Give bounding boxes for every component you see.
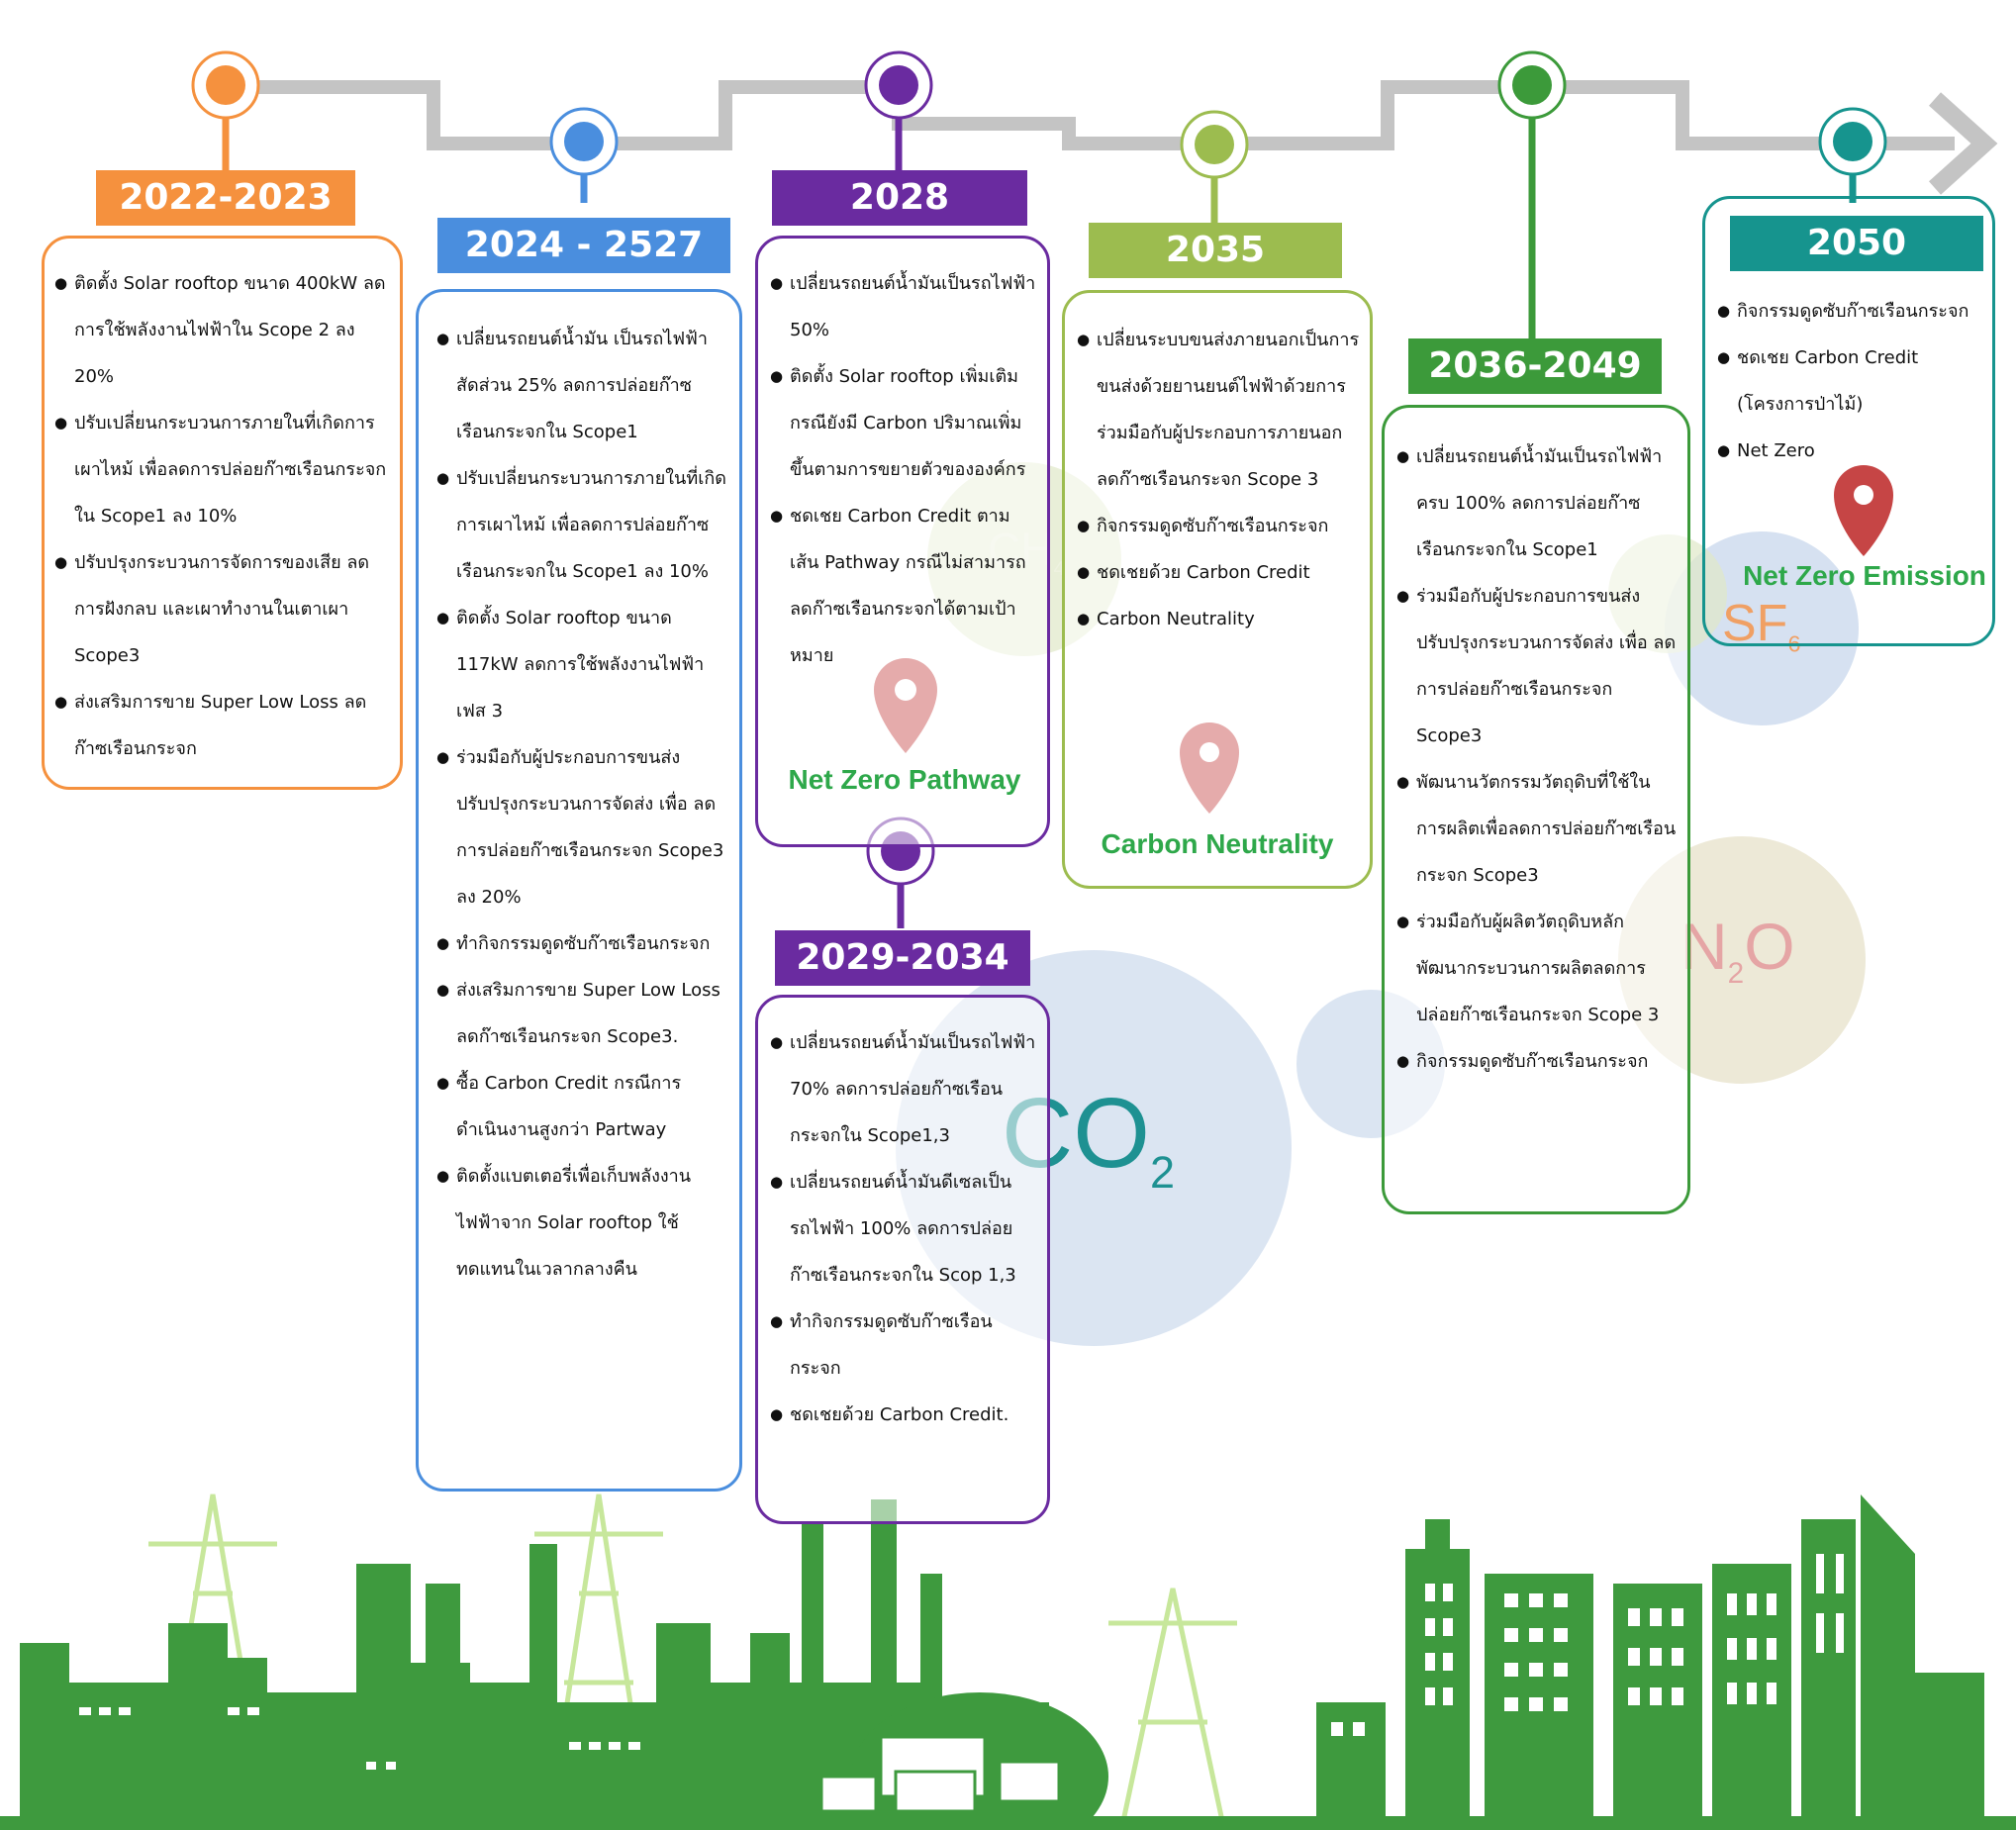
- timeline-pin-2050: [1818, 107, 1887, 203]
- phase-item: ติดตั้ง Solar rooftop เพิ่มเติมกรณียังมี…: [770, 353, 1037, 493]
- phase-item: เปลี่ยนรถยนต์น้ำมัน เป็นรถไฟฟ้า สัดส่วน …: [436, 316, 727, 455]
- phase-item: ติดตั้งแบตเตอรี่เพื่อเก็บพลังงานไฟฟ้าจาก…: [436, 1153, 727, 1293]
- phase-item: กิจกรรมดูดซับก๊าซเรือนกระจก: [1396, 1038, 1678, 1085]
- phase-item: พัฒนานวัตกรรมวัตถุดิบที่ใช้ในการผลิตเพื่…: [1396, 759, 1678, 899]
- phase-item: ร่วมมือกับผู้ประกอบการขนส่ง ปรับปรุงกระบ…: [436, 734, 727, 920]
- phase-card-2035: เปลี่ยนระบบขนส่งภายนอกเป็นการขนส่งด้วยยา…: [1062, 290, 1373, 889]
- phase-item: ชดเชย Carbon Credit (โครงการป่าไม้): [1717, 335, 1982, 428]
- n2o-text-o: O: [1744, 910, 1795, 983]
- phase-item: ปรับปรุงกระบวนการจัดการของเสีย ลดการฝังก…: [54, 539, 388, 679]
- location-pin-icon: [1834, 465, 1893, 556]
- phase-item: Net Zero: [1717, 428, 1982, 474]
- timeline-pin-2024: [549, 107, 619, 203]
- timeline-pin-2022: [191, 50, 260, 170]
- phase-item: ปรับเปลี่ยนกระบวนการภายในที่เกิดการเผาไห…: [54, 400, 388, 539]
- phase-item: ส่งเสริมการขาย Super Low Loss ลดก๊าซเรือ…: [54, 679, 388, 772]
- phase-item: กิจกรรมดูดซับก๊าซเรือนกระจก: [1717, 288, 1982, 335]
- timeline-pin-2028: [864, 50, 933, 170]
- ch4-subscript: 4: [1053, 557, 1065, 581]
- sf6-label: SF6: [1722, 594, 1800, 657]
- phase-card-2022: ติดตั้ง Solar rooftop ขนาด 400kW ลดการใช…: [42, 236, 403, 790]
- phase-item: ส่งเสริมการขาย Super Low Loss ลดก๊าซเรือ…: [436, 967, 727, 1060]
- phase-card-2028: เปลี่ยนรถยนต์น้ำมันเป็นรถไฟฟ้า 50% ติดตั…: [755, 236, 1050, 847]
- timeline-pin-2036: [1497, 50, 1567, 338]
- n2o-subscript: 2: [1727, 957, 1745, 991]
- phase-item: ชดเชยด้วย Carbon Credit: [1077, 549, 1360, 596]
- phase-card-2024: เปลี่ยนรถยนต์น้ำมัน เป็นรถไฟฟ้า สัดส่วน …: [416, 289, 742, 1492]
- phase-item: เปลี่ยนรถยนต์น้ำมันเป็นรถไฟฟ้า 70% ลดการ…: [770, 1019, 1037, 1159]
- sf6-text: SF: [1722, 595, 1788, 652]
- phase-item: ร่วมมือกับผู้ประกอบการขนส่ง ปรับปรุงกระบ…: [1396, 573, 1678, 759]
- phase-item: Carbon Neutrality: [1077, 596, 1360, 642]
- phase-item: เปลี่ยนรถยนต์น้ำมันเป็นรถไฟฟ้า 50%: [770, 260, 1037, 353]
- year-label-2035: 2035: [1089, 223, 1342, 278]
- phase-item: เปลี่ยนระบบขนส่งภายนอกเป็นการขนส่งด้วยยา…: [1077, 317, 1360, 503]
- phase-card-2050: กิจกรรมดูดซับก๊าซเรือนกระจก ชดเชย Carbon…: [1702, 196, 1995, 646]
- co2-subscript: 2: [1150, 1147, 1176, 1198]
- year-label-2024: 2024 - 2527: [437, 218, 730, 273]
- phase-item: เปลี่ยนรถยนต์น้ำมันเป็นรถไฟฟ้าครบ 100% ล…: [1396, 433, 1678, 573]
- city-skyline-icon: [0, 1493, 2016, 1830]
- year-label-2036: 2036-2049: [1408, 338, 1662, 394]
- milestone-carbon-neutrality: Carbon Neutrality: [1101, 828, 1334, 859]
- milestone-net-zero-pathway: Net Zero Pathway: [788, 764, 1021, 795]
- phase-card-2029: เปลี่ยนรถยนต์น้ำมันเป็นรถไฟฟ้า 70% ลดการ…: [755, 995, 1050, 1524]
- phase-card-2036: เปลี่ยนรถยนต์น้ำมันเป็นรถไฟฟ้าครบ 100% ล…: [1382, 405, 1690, 1214]
- n2o-label: N2O: [1680, 909, 1795, 991]
- year-label-2050: 2050: [1730, 216, 1983, 271]
- timeline-arrowhead-icon: [1928, 92, 1998, 195]
- phase-item: เปลี่ยนรถยนต์น้ำมันดีเซลเป็นรถไฟฟ้า 100%…: [770, 1159, 1037, 1299]
- milestone-net-zero-emission: Net Zero Emission: [1743, 560, 1986, 591]
- phase-item: ติดตั้ง Solar rooftop ขนาด 117kW ลดการใช…: [436, 595, 727, 734]
- phase-item: ติดตั้ง Solar rooftop ขนาด 400kW ลดการใช…: [54, 260, 388, 400]
- phase-item: ชดเชย Carbon Credit ตามเส้น Pathway กรณี…: [770, 493, 1037, 679]
- timeline-pin-2035: [1180, 110, 1249, 223]
- timeline-line: [228, 80, 1955, 150]
- phase-item: ปรับเปลี่ยนกระบวนการภายในที่เกิดการเผาไห…: [436, 455, 727, 595]
- year-label-2028: 2028: [772, 170, 1027, 226]
- year-label-2022: 2022-2023: [96, 170, 355, 226]
- year-label-2029: 2029-2034: [775, 930, 1030, 986]
- phase-item: ร่วมมือกับผู้ผลิตวัตถุดิบหลัก พัฒนากระบว…: [1396, 899, 1678, 1038]
- phase-item: ซื้อ Carbon Credit กรณีการดำเนินงานสูงกว…: [436, 1060, 727, 1153]
- phase-item: กิจกรรมดูดซับก๊าซเรือนกระจก: [1077, 503, 1360, 549]
- phase-item: ทำกิจกรรมดูดซับก๊าซเรือนกระจก: [770, 1299, 1037, 1392]
- phase-item: ทำกิจกรรมดูดซับก๊าซเรือนกระจก: [436, 920, 727, 967]
- phase-item: ชดเชยด้วย Carbon Credit.: [770, 1392, 1037, 1438]
